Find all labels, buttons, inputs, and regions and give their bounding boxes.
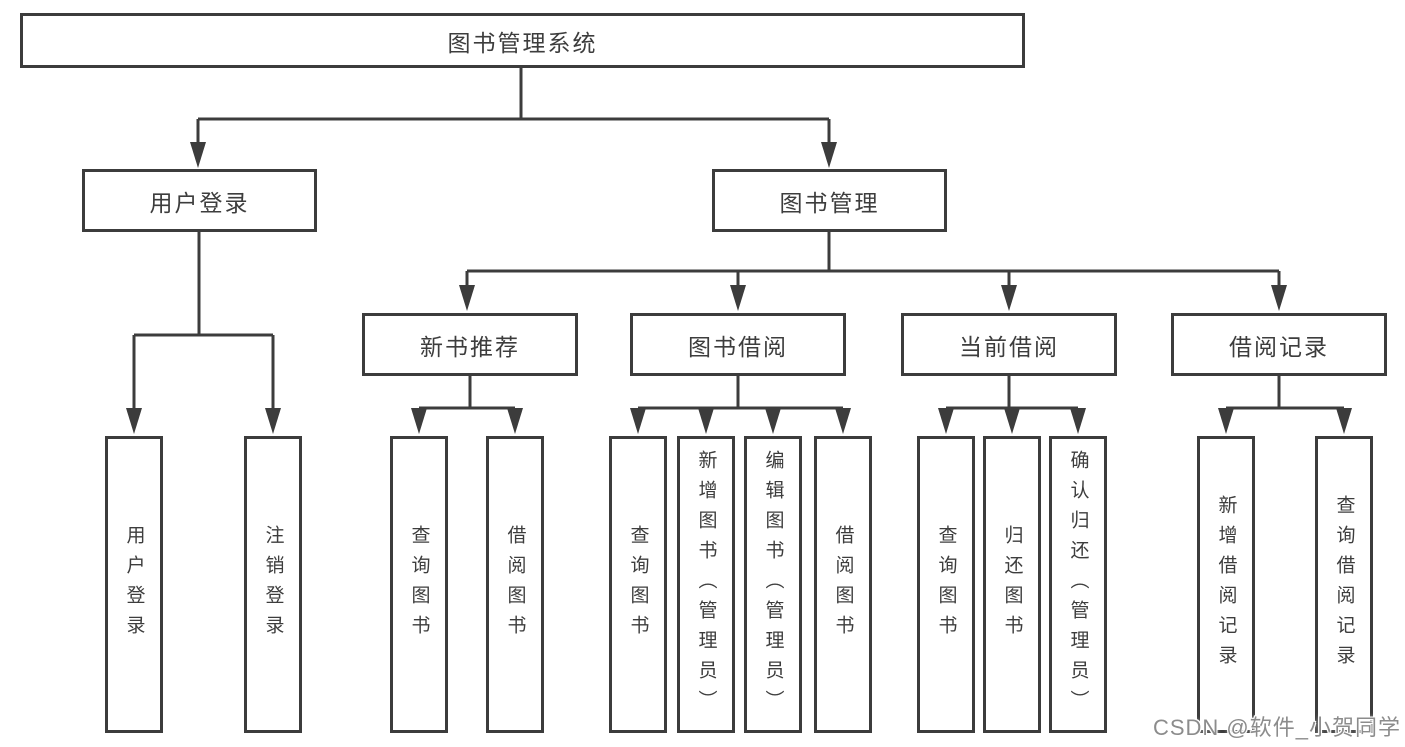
leaf-query-books-recommend: 查询图书 bbox=[390, 436, 448, 733]
leaf-borrow-books-borrowing: 借阅图书 bbox=[814, 436, 872, 733]
leaf-edit-books-admin: 编辑图书（管理员） bbox=[744, 436, 802, 733]
node-borrowing-records: 借阅记录 bbox=[1171, 313, 1387, 376]
leaf-confirm-return-admin: 确认归还（管理员） bbox=[1049, 436, 1107, 733]
watermark-csdn: CSDN @软件_小贺同学 bbox=[1152, 715, 1401, 740]
node-new-book-recommendation: 新书推荐 bbox=[362, 313, 578, 376]
leaf-query-borrow-record: 查询借阅记录 bbox=[1315, 436, 1373, 733]
node-user-login: 用户登录 bbox=[82, 169, 317, 232]
leaf-query-books-current: 查询图书 bbox=[917, 436, 975, 733]
node-library-system: 图书管理系统 bbox=[20, 13, 1025, 68]
leaf-add-books-admin: 新增图书（管理员） bbox=[677, 436, 735, 733]
arrowheads bbox=[126, 142, 1352, 434]
leaf-user-login: 用户登录 bbox=[105, 436, 163, 733]
node-book-management: 图书管理 bbox=[712, 169, 947, 232]
leaf-query-books-borrowing: 查询图书 bbox=[609, 436, 667, 733]
leaf-return-books: 归还图书 bbox=[983, 436, 1041, 733]
leaf-add-borrow-record: 新增借阅记录 bbox=[1197, 436, 1255, 733]
leaf-logout: 注销登录 bbox=[244, 436, 302, 733]
leaf-borrow-books-recommend: 借阅图书 bbox=[486, 436, 544, 733]
node-current-borrowing: 当前借阅 bbox=[901, 313, 1117, 376]
node-book-borrowing: 图书借阅 bbox=[630, 313, 846, 376]
